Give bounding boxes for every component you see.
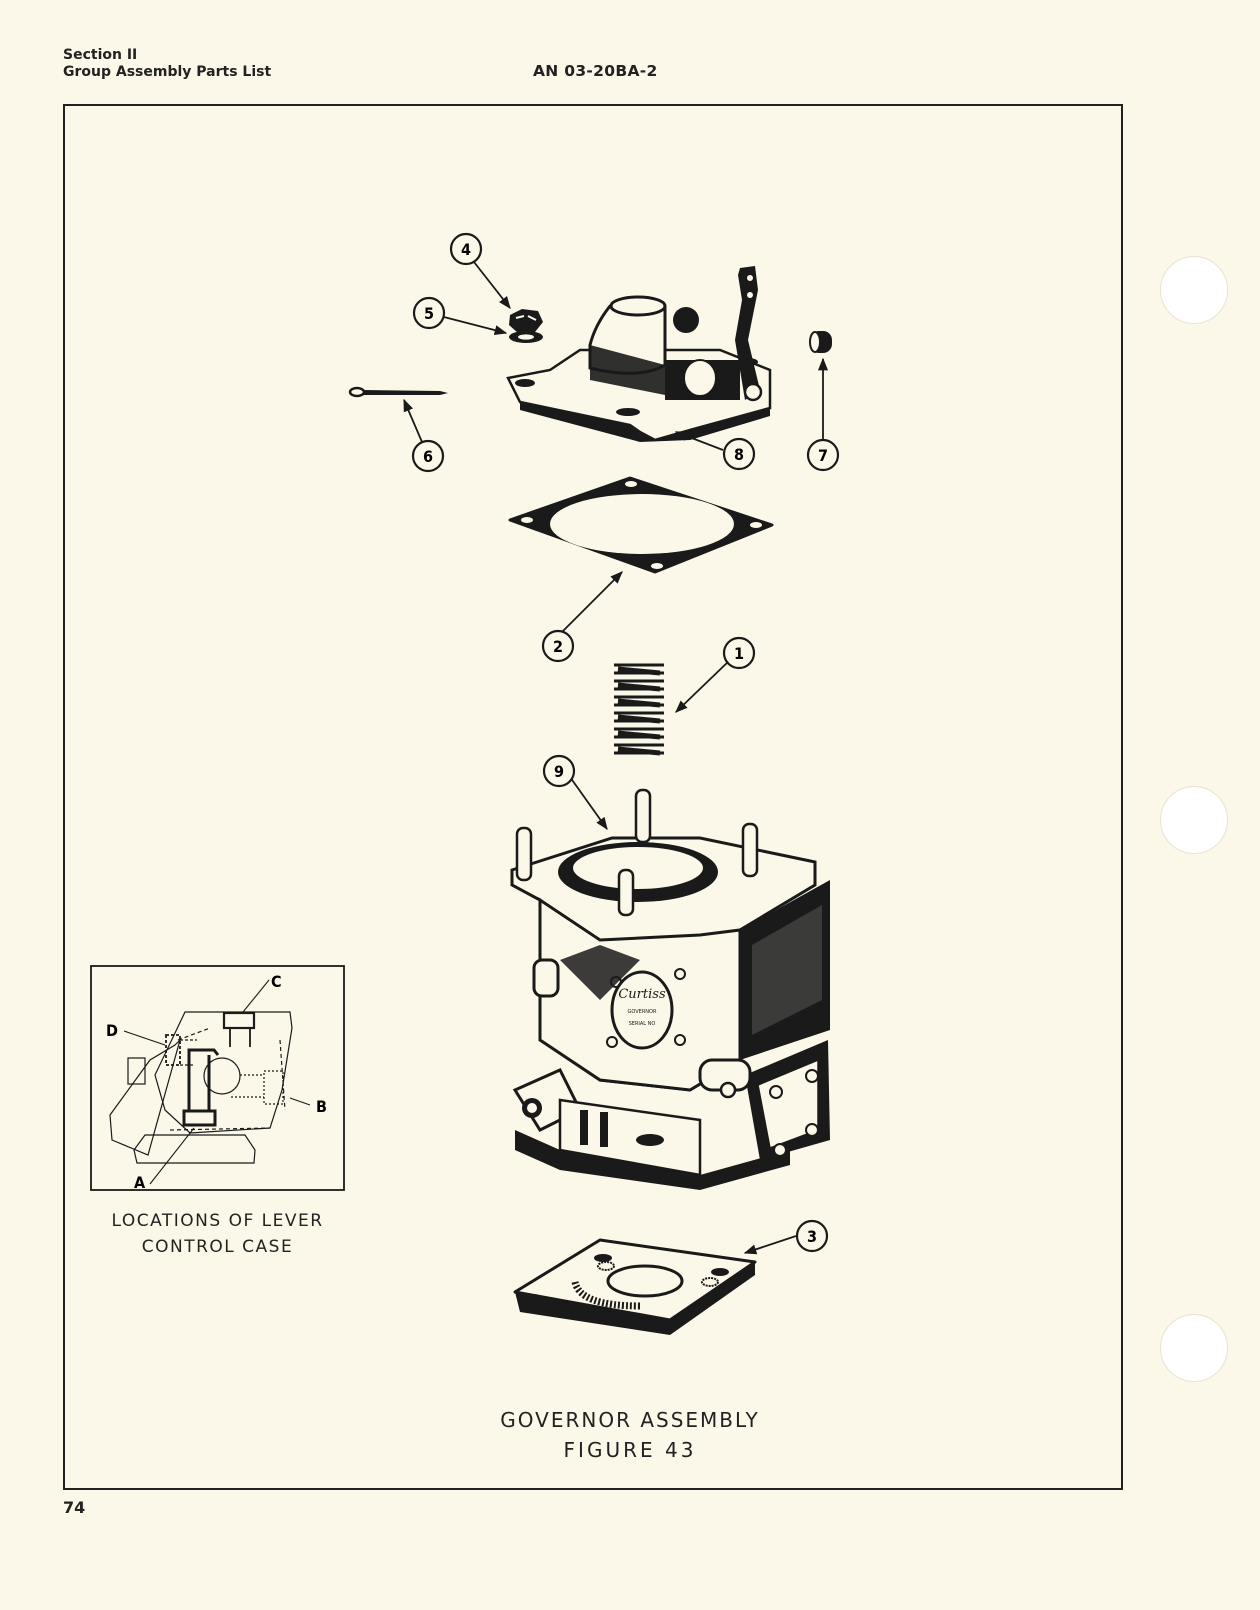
document-number: AN 03-20BA-2 — [533, 62, 658, 80]
binder-hole-middle — [1160, 786, 1228, 854]
callout-leaders — [403, 261, 829, 1255]
callout-8: 8 — [722, 437, 756, 471]
base-gasket-part — [513, 1238, 757, 1335]
figure-frame — [63, 104, 1123, 1490]
header-section-block: Section II Group Assembly Parts List — [63, 47, 271, 81]
nameplate-line2: SERIAL NO — [629, 1021, 656, 1027]
section-label: Section II — [63, 47, 138, 63]
svg-text:8: 8 — [734, 445, 744, 464]
figure-number: FIGURE 43 — [563, 1438, 697, 1462]
lever-control-case-part — [506, 266, 772, 442]
castellated-nut-part — [509, 309, 543, 333]
cap-part — [809, 331, 832, 353]
inset-label-b: B — [316, 1097, 327, 1116]
inset-caption: LOCATIONS OF LEVER CONTROL CASE — [80, 1208, 355, 1260]
inset-label-a: A — [134, 1173, 146, 1192]
svg-text:6: 6 — [423, 447, 433, 466]
governor-body-part: Curtiss GOVERNOR SERIAL NO — [510, 788, 830, 1190]
svg-text:5: 5 — [424, 304, 434, 323]
binder-hole-top — [1160, 256, 1228, 324]
svg-text:1: 1 — [734, 644, 744, 663]
inset-caption-line1: LOCATIONS OF LEVER — [111, 1211, 324, 1231]
nameplate-brand: Curtiss — [618, 987, 666, 1002]
callout-7: 7 — [806, 438, 840, 472]
lever-location-inset: C D B A — [90, 965, 345, 1192]
callout-6: 6 — [411, 439, 445, 473]
inset-caption-line2: CONTROL CASE — [141, 1237, 294, 1257]
nameplate-line1: GOVERNOR — [628, 1009, 657, 1015]
callout-5: 5 — [412, 296, 446, 330]
washer-part — [509, 331, 543, 343]
callout-9: 9 — [542, 754, 576, 788]
svg-text:9: 9 — [554, 762, 564, 781]
callout-4: 4 — [449, 232, 483, 266]
inset-label-c: C — [271, 972, 282, 991]
section-subtitle: Group Assembly Parts List — [63, 64, 272, 80]
cotter-pin-part — [348, 386, 448, 398]
figure-title: GOVERNOR ASSEMBLY — [500, 1408, 760, 1432]
callout-1: 1 — [722, 636, 756, 670]
callout-2: 2 — [541, 629, 575, 663]
callout-3: 3 — [795, 1219, 829, 1253]
gasket-part — [508, 476, 774, 574]
svg-text:7: 7 — [818, 446, 828, 465]
page-number: 74 — [63, 1498, 86, 1517]
spring-part — [614, 663, 664, 756]
inset-label-d: D — [106, 1021, 118, 1040]
binder-hole-bottom — [1160, 1314, 1228, 1382]
svg-text:3: 3 — [807, 1227, 817, 1246]
svg-text:4: 4 — [461, 240, 471, 259]
svg-text:2: 2 — [553, 637, 563, 656]
